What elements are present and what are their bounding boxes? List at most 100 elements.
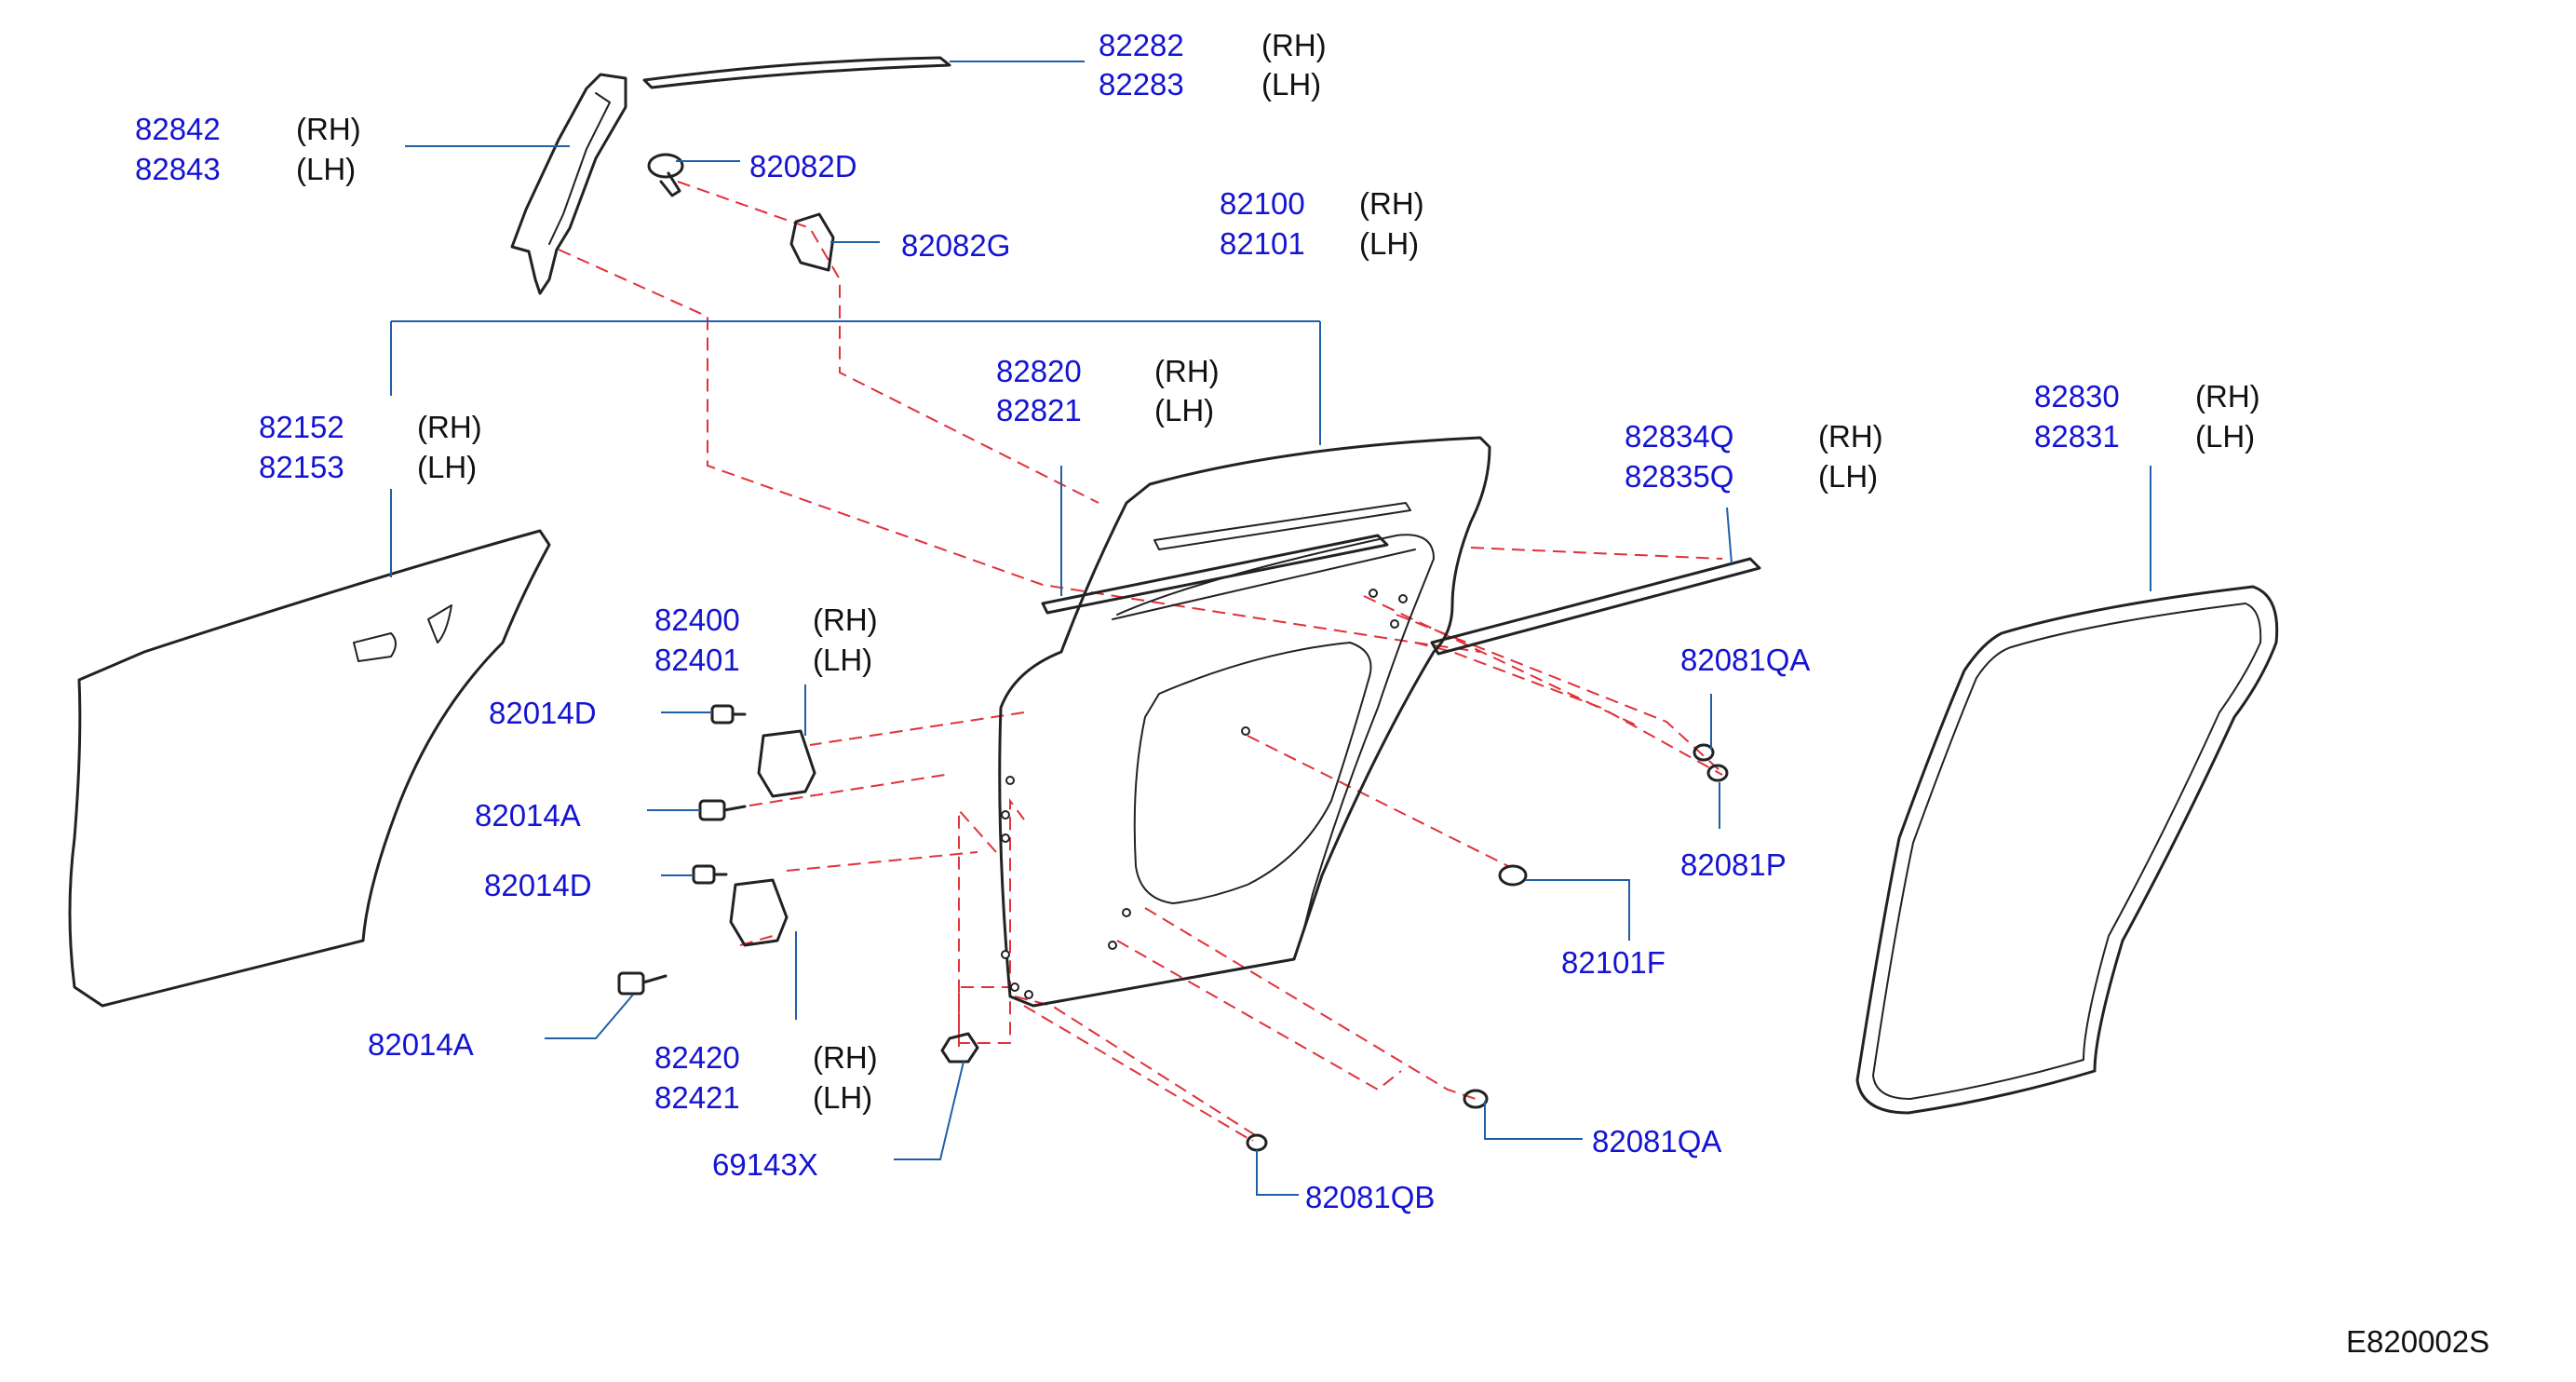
part-number: 82153 — [259, 450, 344, 484]
callout-82282: 82282 (RH) — [1099, 28, 1327, 62]
side-label: (RH) — [2195, 379, 2260, 413]
nut-69143X — [940, 1032, 979, 1064]
part-number: 82821 — [996, 393, 1082, 427]
part-number: 82820 — [996, 354, 1082, 388]
clip-82081P — [1706, 764, 1729, 782]
part-number: 82082D — [749, 149, 857, 183]
callout-82842: 82842 (RH) — [135, 112, 361, 146]
door-mount-holes — [1001, 589, 1408, 999]
door-belt-line-2 — [1112, 549, 1416, 620]
weatherstrip-82830 — [1855, 585, 2279, 1115]
callout-82014A-lower: 82014A — [368, 1027, 474, 1062]
side-label: (RH) — [417, 410, 482, 444]
callout-82152: 82152 (RH) — [259, 410, 482, 444]
callout-82830: 82830 (RH) — [2034, 379, 2260, 413]
callout-82082G: 82082G — [901, 228, 1010, 263]
belt-moulding-outer-82834Q — [1430, 557, 1761, 656]
part-number: 82081QB — [1305, 1180, 1435, 1214]
callout-82401: 82401 (LH) — [654, 643, 872, 677]
callout-82843: 82843 (LH) — [135, 152, 356, 186]
part-number: 82283 — [1099, 67, 1184, 102]
part-number: 82843 — [135, 152, 221, 186]
door-window-frame-inner — [1116, 534, 1435, 932]
side-label: (LH) — [813, 1080, 872, 1115]
callout-82421: 82421 (LH) — [654, 1080, 872, 1115]
callout-82081P: 82081P — [1680, 847, 1787, 882]
callout-69143X: 69143X — [712, 1147, 818, 1182]
callout-82820: 82820 (RH) — [996, 354, 1220, 388]
belt-moulding-inner-82820 — [1041, 534, 1389, 615]
part-number: 82401 — [654, 643, 740, 677]
callout-82081QA-upper: 82081QA — [1680, 643, 1810, 677]
side-label: (RH) — [1261, 28, 1327, 62]
side-label: (RH) — [813, 1040, 878, 1075]
side-label: (LH) — [1261, 67, 1321, 102]
callout-82100: 82100 (RH) — [1220, 186, 1424, 221]
part-number: 82014D — [484, 868, 592, 902]
part-number: 82100 — [1220, 186, 1305, 221]
part-number: 82830 — [2034, 379, 2120, 413]
callout-82420: 82420 (RH) — [654, 1040, 878, 1075]
phantom-lines — [558, 181, 1723, 1142]
callout-82153: 82153 (LH) — [259, 450, 477, 484]
part-number: 82835Q — [1625, 459, 1733, 494]
clip-82081QA-upper — [1693, 743, 1715, 762]
callout-82014D-upper: 82014D — [489, 696, 597, 730]
side-label: (LH) — [813, 643, 872, 677]
part-number: 82101F — [1561, 945, 1666, 980]
side-label: (RH) — [1359, 186, 1424, 221]
callout-82014A-upper: 82014A — [475, 798, 581, 833]
part-number: 82082G — [901, 228, 1010, 263]
callout-82081QA-lower: 82081QA — [1592, 1124, 1721, 1158]
part-number: 82152 — [259, 410, 344, 444]
callout-82821: 82821 (LH) — [996, 393, 1214, 427]
part-number: 82014D — [489, 696, 597, 730]
callout-82835Q: 82835Q (LH) — [1625, 459, 1878, 494]
grommet-82101F — [1498, 864, 1528, 887]
diagram-code: E820002S — [2346, 1324, 2489, 1359]
clip-82082G — [789, 212, 835, 272]
bolt-82014A-lower — [617, 971, 668, 996]
part-number: 82014A — [475, 798, 581, 833]
sash-garnish-inner — [548, 92, 611, 245]
side-label: (LH) — [1359, 226, 1419, 261]
door-inner-frame-82100 — [998, 436, 1491, 1008]
weatherstrip-inner — [1872, 603, 2262, 1100]
door-belt-line — [1153, 502, 1411, 550]
leader-lines — [390, 61, 2151, 1196]
part-number: 82081P — [1680, 847, 1787, 882]
callout-82834Q: 82834Q (RH) — [1625, 419, 1883, 454]
part-number: 82014A — [368, 1027, 474, 1062]
bolt-82014A-upper — [698, 799, 747, 821]
part-number: 82831 — [2034, 419, 2120, 454]
bolt-82014D-lower — [692, 864, 728, 885]
callout-82400: 82400 (RH) — [654, 603, 878, 637]
door-inner-opening — [1133, 642, 1372, 904]
hinge-upper-82400 — [757, 729, 816, 798]
sash-garnish-82842 — [510, 73, 627, 295]
callout-82082D: 82082D — [749, 149, 857, 183]
callout-82101: 82101 (LH) — [1220, 226, 1419, 261]
side-label: (LH) — [296, 152, 356, 186]
callout-82831: 82831 (LH) — [2034, 419, 2255, 454]
clip-82081QB — [1246, 1133, 1268, 1152]
part-number: 82834Q — [1625, 419, 1733, 454]
clip-82082D — [647, 153, 684, 197]
side-label: (LH) — [417, 450, 477, 484]
part-number: 69143X — [712, 1147, 818, 1182]
part-number: 82842 — [135, 112, 221, 146]
part-number: 82420 — [654, 1040, 740, 1075]
door-outer-handle — [353, 604, 452, 662]
part-number: 82282 — [1099, 28, 1184, 62]
part-number: 82081QA — [1680, 643, 1810, 677]
callout-82283: 82283 (LH) — [1099, 67, 1321, 102]
part-number: 82101 — [1220, 226, 1305, 261]
bolt-82014D-upper — [710, 704, 747, 725]
clip-82081QA-lower — [1463, 1089, 1489, 1109]
door-outer-panel-82152 — [68, 529, 551, 1008]
sash-moulding-82282 — [642, 56, 951, 89]
side-label: (LH) — [1818, 459, 1878, 494]
side-label: (RH) — [813, 603, 878, 637]
side-label: (RH) — [1818, 419, 1883, 454]
